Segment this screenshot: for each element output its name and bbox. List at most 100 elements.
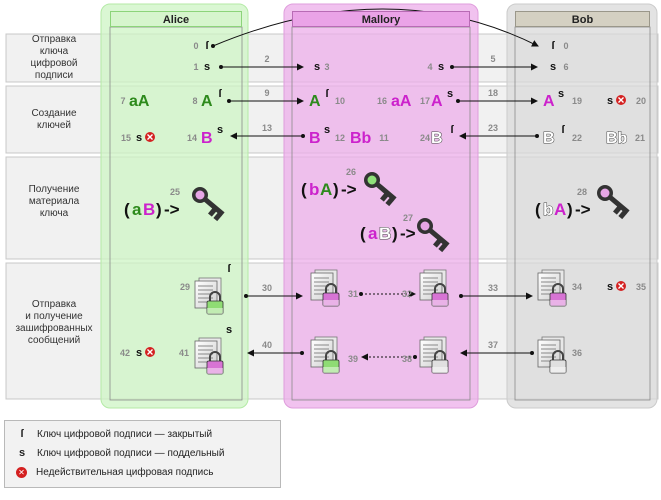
padlock-shackle xyxy=(209,351,221,362)
row-label-keymaterial: Получение материала ключа xyxy=(28,184,80,219)
key-tooth xyxy=(438,243,447,253)
signature-fake-icon: s xyxy=(558,88,564,100)
row-label-messages: Отправка и получение зашифрованных сообщ… xyxy=(15,299,93,346)
key-bow-inner xyxy=(367,175,377,185)
invalid-signature-cross xyxy=(618,283,624,289)
signature-private-icon: ſ xyxy=(20,428,24,440)
legend-label: Ключ цифровой подписи — закрытый xyxy=(37,428,213,440)
step-number-19: 19 xyxy=(572,96,582,106)
padlock-body xyxy=(322,292,340,307)
key-tooth xyxy=(613,206,622,215)
mallory-material-top-upper: A xyxy=(320,180,332,199)
invalid-signature-cross xyxy=(618,97,624,103)
mallory-material-bottom-paren-open: ( xyxy=(360,224,366,243)
bob-material-upper: A xyxy=(554,200,566,219)
invalid-signature-icon: ✕ xyxy=(16,466,27,478)
mallory-material-bottom-arrow: -> xyxy=(400,224,416,243)
step-number-3: 3 xyxy=(324,62,329,72)
key-tooth xyxy=(618,210,627,220)
step-number-38: 38 xyxy=(402,354,412,364)
mallory-material-bottom-upper: B xyxy=(379,224,391,243)
alice-received-key-B: B xyxy=(201,130,213,147)
padlock-shackle xyxy=(552,283,564,294)
mallory-received-key-B: B xyxy=(431,130,443,147)
step-number-41: 41 xyxy=(179,348,189,358)
key-icon xyxy=(192,187,225,222)
signature-fake-icon: s xyxy=(136,132,142,144)
padlock-stripe xyxy=(323,300,339,306)
padlock-shackle xyxy=(325,283,337,294)
step-number-18: 18 xyxy=(488,88,498,98)
alice-material-upper: B xyxy=(143,200,155,219)
bob-material-paren-close: ) xyxy=(567,200,573,219)
mallory-column xyxy=(283,3,479,409)
step-number-11: 11 xyxy=(379,133,389,143)
mallory-material-top-paren-open: ( xyxy=(301,180,307,199)
bob-received-key-A: A xyxy=(543,93,555,110)
step-number-0: 0 xyxy=(563,41,568,51)
mallory-fake-key-A: A xyxy=(431,93,443,110)
signature-fake-icon: s xyxy=(447,88,453,100)
signature-private-icon: ſ xyxy=(551,40,555,52)
column-header-bob: Bob xyxy=(515,11,650,27)
key-tooth xyxy=(385,197,394,207)
encrypted-message-icon xyxy=(310,336,340,374)
key-bow-inner xyxy=(420,221,430,231)
key-bow-inner xyxy=(195,190,205,200)
legend-item-invalid-signature: ✕ Недействительная цифровая подпись xyxy=(13,465,213,479)
key-tooth xyxy=(208,208,217,217)
step-number-6: 6 xyxy=(563,62,568,72)
step-number-14: 14 xyxy=(187,133,197,143)
padlock-body xyxy=(206,360,224,375)
invalid-signature-cross xyxy=(147,134,153,140)
mallory-material-top-lower: b xyxy=(309,180,319,199)
bob-material-lower: b xyxy=(543,200,553,219)
step-number-8: 8 xyxy=(192,96,197,106)
step-number-24: 24 xyxy=(420,133,430,143)
bob-key-B: B xyxy=(543,130,555,147)
step-number-28: 28 xyxy=(577,187,587,197)
key-tooth xyxy=(213,212,222,222)
step-number-20: 20 xyxy=(636,96,646,106)
padlock-stripe xyxy=(207,308,223,314)
padlock-body xyxy=(549,292,567,307)
mallory-fake-key-B: B xyxy=(309,130,321,147)
padlock-shackle xyxy=(434,283,446,294)
mallory-column-frame xyxy=(291,26,471,401)
legend: ſ Ключ цифровой подписи — закрытый s Клю… xyxy=(4,420,281,488)
step-number-33: 33 xyxy=(488,283,498,293)
mallory-received-key-A: A xyxy=(309,93,321,110)
key-icon xyxy=(417,218,450,253)
step-number-40: 40 xyxy=(262,340,272,350)
key-icon xyxy=(364,172,397,207)
key-tooth xyxy=(380,193,389,202)
mallory-material-bottom-lower: a xyxy=(368,224,378,243)
alice-material-lower: a xyxy=(132,200,142,219)
signature-private-icon: ſ xyxy=(218,88,222,100)
mallory-keypair-aA: aA xyxy=(391,93,412,110)
alice-material-paren-open: ( xyxy=(124,200,130,219)
step-number-5: 5 xyxy=(490,54,495,64)
key-tooth xyxy=(433,239,442,248)
padlock-stripe xyxy=(323,367,339,373)
step-number-35: 35 xyxy=(636,282,646,292)
step-number-23: 23 xyxy=(488,123,498,133)
padlock-stripe xyxy=(432,300,448,306)
encrypted-message-icon xyxy=(194,337,224,375)
padlock-body xyxy=(322,359,340,374)
step-number-9: 9 xyxy=(264,88,269,98)
legend-label: Ключ цифровой подписи — поддельный xyxy=(37,447,225,459)
encrypted-message-icon xyxy=(537,269,567,307)
step-number-34: 34 xyxy=(572,282,582,292)
step-number-10: 10 xyxy=(335,96,345,106)
signature-private-icon: ſ xyxy=(325,88,329,100)
signature-private-icon: ſ xyxy=(450,124,454,136)
step-number-36: 36 xyxy=(572,348,582,358)
signature-fake-icon: s xyxy=(607,281,613,293)
encrypted-message-icon xyxy=(419,269,449,307)
padlock-stripe xyxy=(432,367,448,373)
step-number-32: 32 xyxy=(402,289,412,299)
padlock-shackle xyxy=(209,291,221,302)
signature-fake-icon: s xyxy=(607,95,613,107)
signature-private-icon: ſ xyxy=(561,124,565,136)
